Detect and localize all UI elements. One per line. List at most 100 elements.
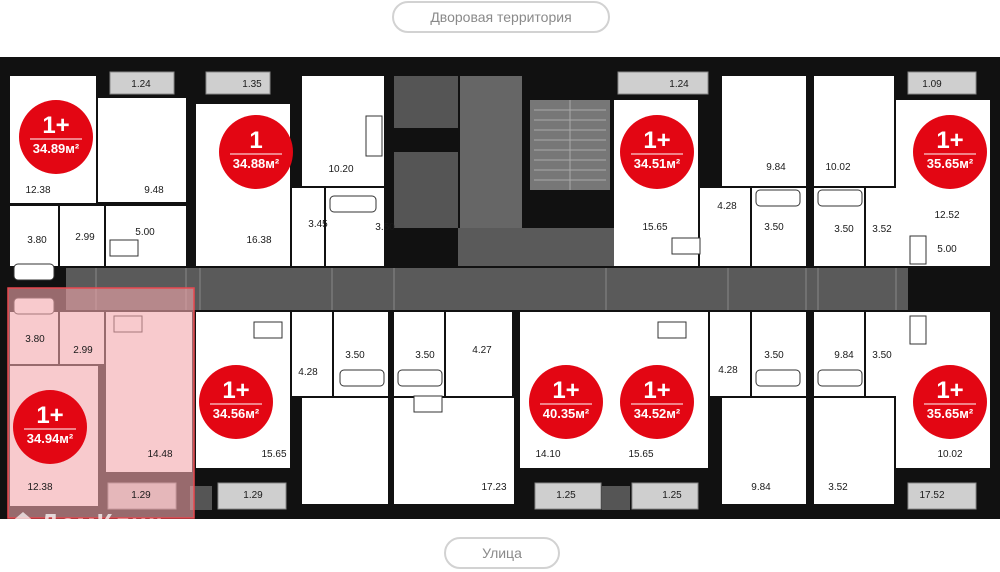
badge-area: 35.65м² [927, 406, 974, 421]
room [292, 312, 332, 396]
room-area-label: 3.52 [872, 224, 892, 235]
room [302, 398, 388, 504]
room-area-label: 5.00 [937, 244, 957, 255]
room-area-label: 1.29 [243, 490, 263, 501]
room-area-label: 9.84 [834, 350, 854, 361]
balcony [631, 482, 699, 510]
badge-area: 34.52м² [634, 406, 681, 421]
badge-circle [620, 115, 694, 189]
room-area-label: 14.10 [535, 449, 560, 460]
apartment-badge-a1[interactable]: 1+ 34.89м² [19, 100, 93, 174]
street-label: Улица [444, 537, 560, 569]
badge-rooms: 1+ [42, 112, 69, 139]
room [98, 98, 186, 202]
badge-area: 34.51м² [634, 156, 681, 171]
room-area-label: 3.80 [25, 334, 45, 345]
badge-rooms: 1+ [643, 127, 670, 154]
room [722, 398, 806, 504]
room-area-label: 3.45 [308, 219, 328, 230]
badge-rooms: 1 [249, 127, 262, 154]
room-area-label: 1.29 [131, 490, 151, 501]
badge-circle [199, 365, 273, 439]
balcony [109, 71, 175, 95]
balcony [217, 482, 287, 510]
room-area-label: 2.99 [73, 345, 93, 356]
room-area-label: 3.50 [415, 350, 435, 361]
badge-circle [19, 100, 93, 174]
room-area-label: 2.99 [75, 232, 95, 243]
room-area-label: 10.02 [937, 449, 962, 460]
room-area-label: 15.65 [628, 449, 653, 460]
room-area-label: 3.50 [375, 222, 395, 233]
room [710, 312, 750, 396]
apartment-badge-a2[interactable]: 134.88м² [219, 115, 293, 189]
badge-area: 34.89м² [33, 141, 80, 156]
apartment-badge-a7[interactable]: 1+ 40.35м² [529, 365, 603, 439]
room-area-label: 3.80 [27, 235, 47, 246]
room-area-label: 1.25 [556, 490, 576, 501]
apartment-badge-a3[interactable]: 1+ 34.51м² [620, 115, 694, 189]
apartment-badge-a4[interactable]: 1+35.65м² [913, 115, 987, 189]
corridor [66, 268, 908, 310]
room-area-label: 12.52 [934, 210, 959, 221]
room-area-label: 1.24 [131, 79, 151, 90]
room [10, 206, 58, 266]
room-area-label: 3.50 [764, 222, 784, 233]
room-area-label: 9.84 [766, 162, 786, 173]
balcony [205, 71, 271, 95]
badge-rooms: 1+ [552, 377, 579, 404]
room-area-label: 9.48 [144, 185, 164, 196]
room-area-label: 3.50 [834, 224, 854, 235]
room [60, 206, 104, 266]
elevator [602, 486, 630, 510]
room [722, 76, 806, 186]
balcony [617, 71, 709, 95]
room-area-label: 9.84 [751, 482, 771, 493]
lobby [458, 228, 614, 266]
balcony [534, 482, 602, 510]
apartment-badge-a6[interactable]: 1+34.56м² [199, 365, 273, 439]
room-area-label: 17.23 [481, 482, 506, 493]
badge-rooms: 1+ [222, 377, 249, 404]
badge-area: 40.35м² [543, 406, 590, 421]
room [814, 398, 894, 504]
room-area-label: 14.48 [147, 449, 172, 460]
room-area-label: 10.20 [328, 164, 353, 175]
badge-rooms: 1+ [36, 402, 63, 429]
apartment-badge-a5[interactable]: 1+ 34.94м² [13, 390, 87, 464]
courtyard-label: Дворовая территория [392, 1, 610, 33]
stairwell [460, 76, 522, 228]
room [814, 76, 894, 186]
room-area-label: 3.50 [764, 350, 784, 361]
room-area-label: 4.28 [718, 365, 738, 376]
room-area-label: 1.25 [662, 490, 682, 501]
room-area-label: 4.28 [717, 201, 737, 212]
badge-circle [913, 115, 987, 189]
room-area-label: 17.52 [919, 490, 944, 501]
watermark-icon [10, 512, 36, 536]
elevator-core [394, 76, 458, 128]
elevator [190, 486, 212, 510]
room-area-label: 3.52 [828, 482, 848, 493]
apartment-badge-a8[interactable]: 1+34.52м² [620, 365, 694, 439]
room [394, 398, 514, 504]
room-area-label: 1.09 [922, 79, 942, 90]
badge-circle [620, 365, 694, 439]
balcony [907, 482, 977, 510]
badge-rooms: 1+ [936, 377, 963, 404]
badge-area: 34.94м² [27, 431, 74, 446]
badge-circle [913, 365, 987, 439]
badge-circle [529, 365, 603, 439]
apartment-badge-a9[interactable]: 1+ 35.65м² [913, 365, 987, 439]
room-area-label: 12.38 [25, 185, 50, 196]
room-area-label: 3.50 [345, 350, 365, 361]
badge-circle [13, 390, 87, 464]
room-area-label: 16.38 [246, 235, 271, 246]
room-area-label: 15.65 [642, 222, 667, 233]
room-area-label: 3.50 [872, 350, 892, 361]
room-area-label: 1.24 [669, 79, 689, 90]
room-area-label: 4.28 [298, 367, 318, 378]
balcony [907, 71, 977, 95]
